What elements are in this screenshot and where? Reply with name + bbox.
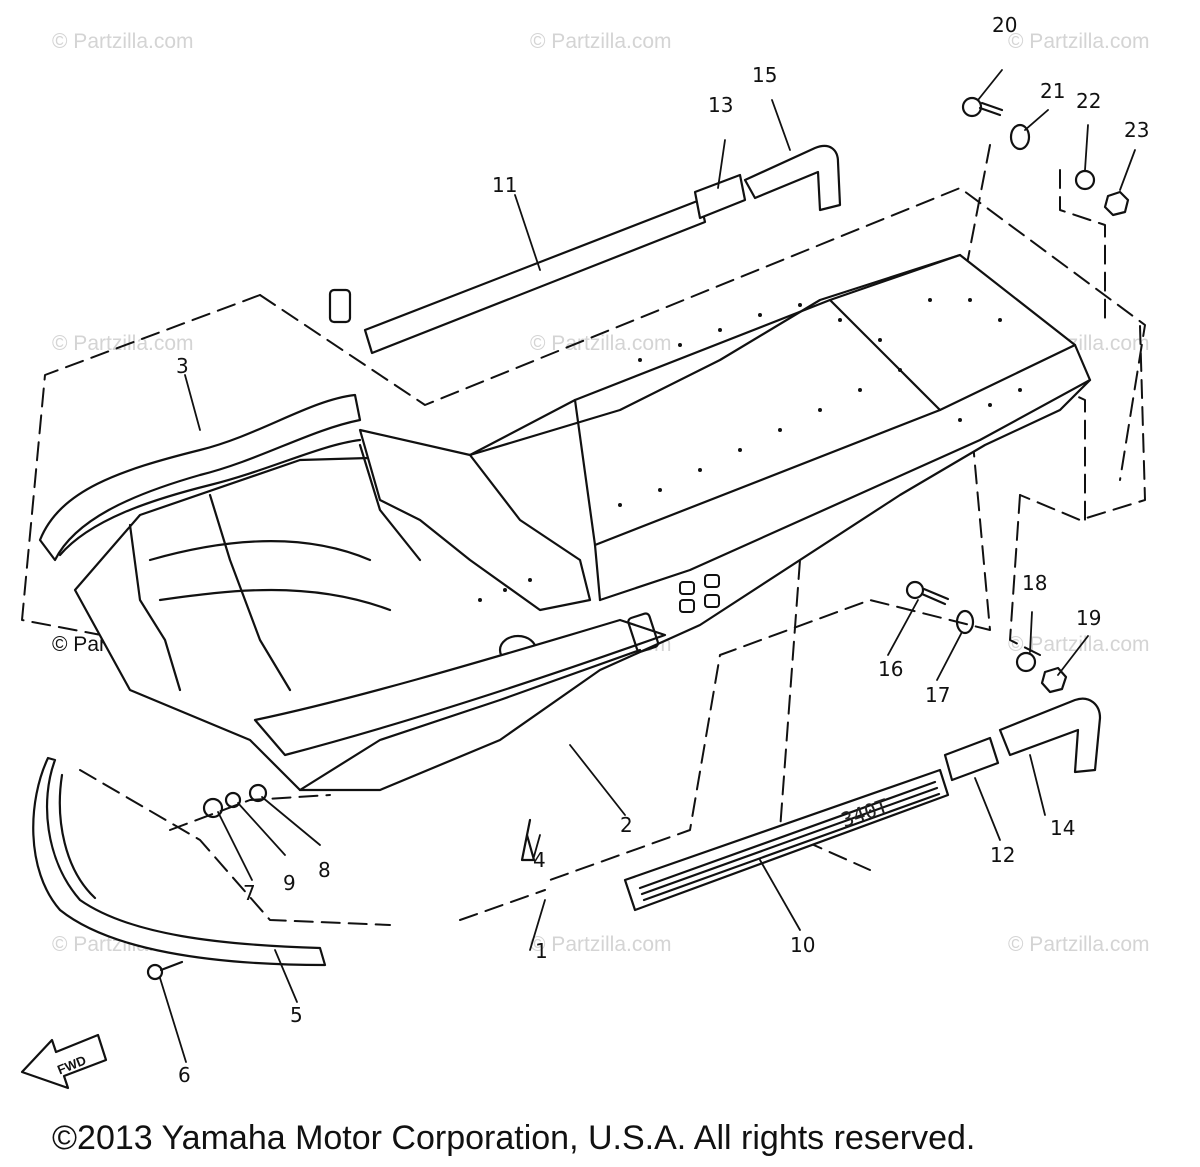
callout-15: 15 — [752, 63, 777, 87]
decal-12 — [943, 736, 1000, 782]
callout-21: 21 — [1040, 79, 1065, 103]
callout-7: 7 — [243, 881, 256, 905]
nut-19 — [1040, 666, 1068, 694]
callout-labels: 1 2 3 4 5 6 7 8 9 10 11 12 13 14 15 16 1… — [176, 13, 1149, 1087]
frame-outline-dashed — [549, 144, 991, 881]
washer-22 — [1074, 169, 1096, 191]
decal-14 — [998, 697, 1102, 774]
callout-9: 9 — [283, 871, 296, 895]
front-bumper — [32, 756, 327, 967]
forward-arrow — [20, 1033, 108, 1090]
rivet-pattern — [478, 298, 1022, 602]
callout-10: 10 — [790, 933, 815, 957]
decal-10 — [623, 768, 950, 912]
callout-11: 11 — [492, 173, 517, 197]
rail-slot — [627, 612, 660, 653]
side-rail — [253, 618, 667, 757]
bolt-20 — [961, 96, 1004, 118]
tunnel-edge — [573, 398, 602, 602]
bolt-16 — [905, 580, 950, 606]
callout-3: 3 — [176, 354, 189, 378]
chassis-lower-edge — [598, 378, 1092, 602]
chassis-lower-edge — [298, 648, 642, 792]
callout-12: 12 — [990, 843, 1015, 867]
frame-outline-dashed — [1029, 374, 1086, 521]
tunnel-edge — [828, 298, 942, 412]
chassis-holes — [679, 574, 720, 613]
watermark: © Partzilla.com — [1008, 30, 1150, 53]
watermark: © Partzilla.com — [52, 332, 194, 355]
front-hoop — [38, 393, 362, 562]
front-brace — [128, 523, 182, 692]
front-hoop-inner — [58, 438, 362, 557]
watermark: © Partzilla.com — [1008, 633, 1150, 656]
callout-16: 16 — [878, 657, 903, 681]
bulkhead — [358, 428, 592, 612]
callout-22: 22 — [1076, 89, 1101, 113]
frame-outline-dashed — [1019, 325, 1146, 521]
decal-13 — [693, 173, 747, 220]
callout-6: 6 — [178, 1063, 191, 1087]
callout-17: 17 — [925, 683, 950, 707]
watermark: © Partzilla.com — [530, 933, 672, 956]
bolt-6 — [146, 960, 184, 981]
callout-23: 23 — [1124, 118, 1149, 142]
bumper-inner — [58, 773, 97, 900]
front-crossbar — [148, 539, 372, 562]
frame-outline-dashed — [169, 794, 331, 831]
front-brace — [358, 443, 422, 562]
washer-21 — [1009, 123, 1031, 151]
front-crossbar — [158, 588, 392, 612]
tunnel-top — [468, 253, 962, 457]
callout-19: 19 — [1076, 606, 1101, 630]
frame-outline-dashed — [1059, 169, 1106, 326]
washer-17 — [955, 609, 975, 635]
chassis-body — [73, 253, 1092, 792]
callout-18: 18 — [1022, 571, 1047, 595]
watermark: © Partzilla.com — [52, 30, 194, 53]
copyright-notice: ©2013 Yamaha Motor Corporation, U.S.A. A… — [52, 1119, 976, 1157]
frame-outline-dashed — [79, 769, 391, 926]
callout-13: 13 — [708, 93, 733, 117]
front-brace — [208, 493, 292, 692]
decal-11 — [363, 198, 707, 355]
washer-9 — [224, 791, 242, 809]
callout-5: 5 — [290, 1003, 303, 1027]
frame-outline-dashed — [259, 187, 1146, 481]
callout-2: 2 — [620, 813, 633, 837]
washer-18 — [1015, 651, 1037, 673]
callout-1: 1 — [535, 939, 548, 963]
watermark: © Partzilla.com — [1008, 933, 1150, 956]
rivet-4 — [520, 818, 536, 862]
washer-7 — [202, 797, 224, 819]
callout-8: 8 — [318, 858, 331, 882]
frame-outline-dashed — [459, 889, 546, 921]
rail-slot — [328, 288, 352, 324]
decal-15 — [743, 144, 842, 212]
watermark: © Partzilla.com — [530, 332, 672, 355]
callout-4: 4 — [533, 848, 546, 872]
callout-20: 20 — [992, 13, 1017, 37]
leader-lines — [159, 69, 1136, 1063]
nut-23 — [1103, 190, 1130, 217]
watermark: © Partzilla.com — [530, 30, 672, 53]
callout-14: 14 — [1050, 816, 1075, 840]
nut-8 — [248, 783, 268, 803]
